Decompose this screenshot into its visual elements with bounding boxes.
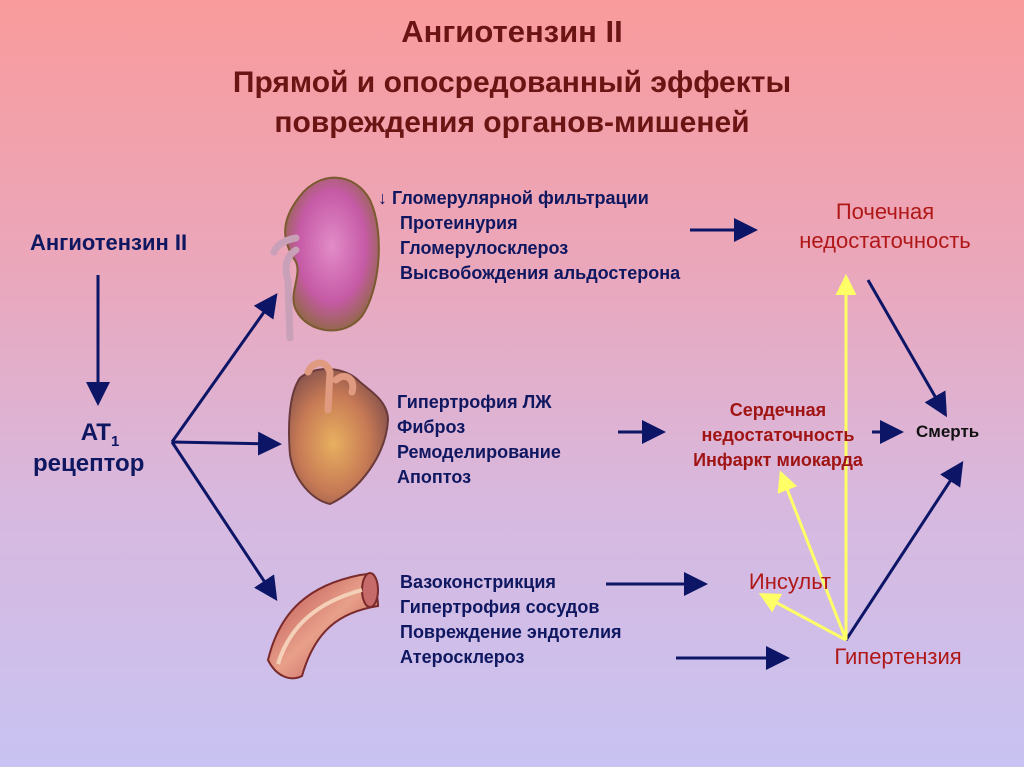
receptor-prefix: AT [80, 419, 111, 446]
receptor-line-2: рецептор [33, 450, 145, 477]
renal-failure-node: Почечная недостаточность [799, 199, 971, 253]
list-item: Гломерулосклероз [400, 238, 569, 258]
arrow-receptor-to-vessel [170, 441, 278, 602]
list-item: Атеросклероз [400, 647, 525, 667]
kidney-image [270, 176, 380, 342]
down-arrow-glyph: ↓ [378, 188, 387, 208]
arrow-hypertension-to-heart-failure [777, 470, 848, 641]
arrow-receptor-to-kidney [170, 293, 278, 443]
stroke-node: Инсульт [748, 569, 832, 594]
list-item: ↓ Гломерулярной фильтрации [378, 188, 649, 208]
navy-arrows [86, 218, 964, 670]
arrow-hypertension-to-death [844, 460, 964, 641]
source-label: Ангиотензин II [30, 230, 188, 255]
list-item: Гипертрофия сосудов [400, 597, 600, 617]
list-item: Высвобождения альдостерона [400, 263, 681, 283]
title-line-3: повреждения органов-мишеней [274, 106, 750, 139]
list-item: Повреждение эндотелия [400, 622, 622, 642]
list-item: Фиброз [397, 417, 466, 437]
title-line-1: Ангиотензин II [401, 14, 623, 49]
title-lines-2-3: Прямой и опосредованный эффекты поврежде… [0, 63, 1024, 143]
receptor-subscript: 1 [110, 432, 120, 450]
list-item: Апоптоз [397, 467, 472, 487]
receptor-node: AT1 [60, 418, 140, 456]
heart-failure-node: Сердечная недостаточность Инфаркт миокар… [693, 400, 863, 470]
title-line-2: Прямой и опосредованный эффекты [232, 66, 792, 99]
arrow-hypertension-to-stroke [758, 593, 847, 642]
list-item: Протеинурия [400, 213, 518, 233]
list-item: Вазоконстрикция [400, 572, 556, 592]
kidney-effects-list: ↓ Гломерулярной фильтрации Протеинурия Г… [378, 186, 680, 286]
yellow-arrows [758, 274, 857, 642]
vessel-effects-list: Вазоконстрикция Гипертрофия сосудов Повр… [400, 570, 622, 670]
death-node: Смерть [916, 422, 980, 441]
list-item: Гипертрофия ЛЖ [397, 392, 552, 412]
hypertension-node: Гипертензия [834, 644, 962, 669]
vessel-image [266, 572, 380, 680]
heart-image [288, 359, 390, 506]
arrow-renal-failure-to-death [866, 279, 947, 418]
arrow-receptor-to-heart [171, 431, 282, 456]
list-item: Ремоделирование [397, 442, 561, 462]
heart-effects-list: Гипертрофия ЛЖ Фиброз Ремоделирование Ап… [397, 390, 561, 490]
